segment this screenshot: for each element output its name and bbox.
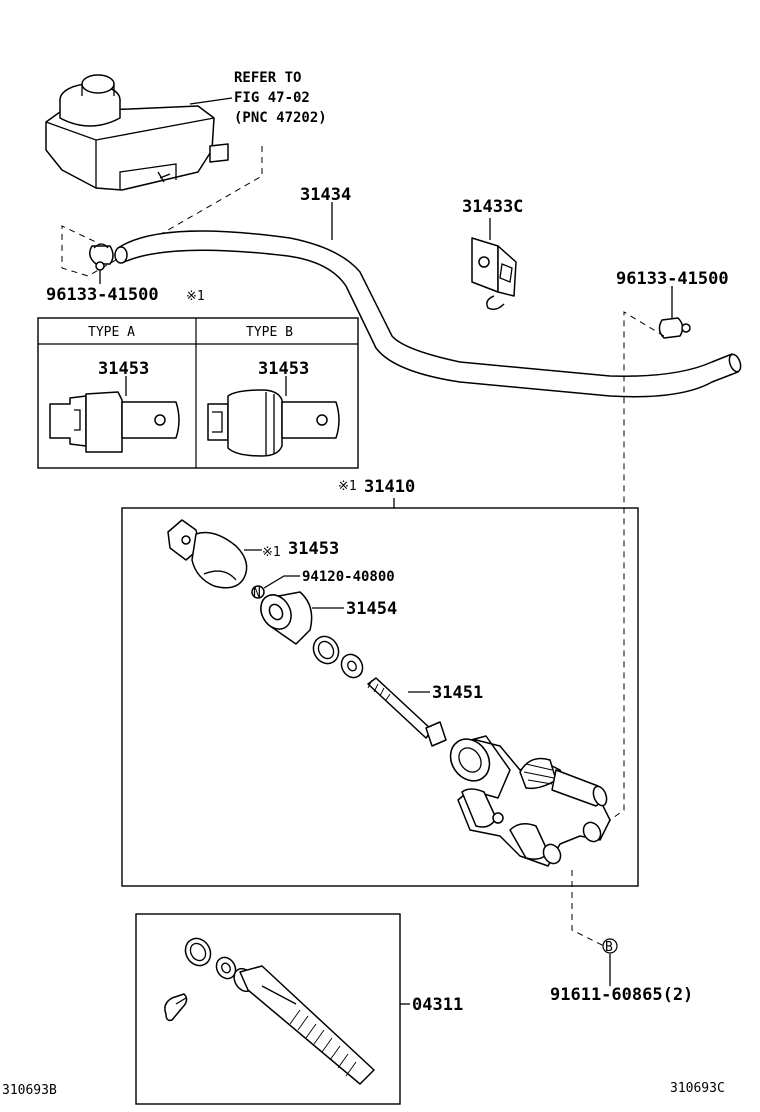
label-clip-right: 96133-41500 xyxy=(616,269,729,289)
label-oring: 94120-40800 xyxy=(302,569,395,585)
label-repair-kit: 04311 xyxy=(412,995,463,1015)
assembly-box xyxy=(121,507,639,887)
assy-mark: ※1 xyxy=(338,479,357,494)
push-rod xyxy=(367,677,447,747)
washer xyxy=(340,653,364,679)
hose-clip-left xyxy=(89,243,114,271)
label-assembly: 31410 xyxy=(364,477,415,497)
figure-id-left: 310693B xyxy=(2,1083,57,1098)
label-clip-left: 96133-41500 xyxy=(46,285,159,305)
reservoir-cap xyxy=(260,591,313,645)
refer-note-line1: REFER TO xyxy=(234,70,301,86)
label-push-rod: 31451 xyxy=(432,683,483,703)
hose-bracket xyxy=(471,237,517,311)
repair-kit-parts xyxy=(164,937,375,1085)
label-bolt: 91611-60865(2) xyxy=(550,985,693,1005)
sensor-main xyxy=(167,519,248,589)
label-cap: 31454 xyxy=(346,599,397,619)
oring-marker: N xyxy=(253,586,261,601)
refer-note-line2: FIG 47-02 xyxy=(234,90,310,106)
figure-id-right: 310693C xyxy=(670,1081,725,1096)
sensor-type-b xyxy=(207,389,340,457)
snap-ring xyxy=(312,635,340,665)
bolt-marker-circle xyxy=(602,938,618,954)
label-hose: 31434 xyxy=(300,185,351,205)
label-sensor-type-b: 31453 xyxy=(258,359,309,379)
reservoir-tank xyxy=(45,74,229,191)
bolt-marker: B xyxy=(605,940,613,955)
sensor-main-mark: ※1 xyxy=(262,545,281,560)
reservoir-hose xyxy=(114,230,742,398)
label-type-b: TYPE B xyxy=(246,325,293,340)
refer-note-line3: (PNC 47202) xyxy=(234,110,327,126)
repair-kit-box xyxy=(135,913,401,1105)
label-bracket: 31433C xyxy=(462,197,523,217)
hose-clip-right xyxy=(658,317,691,339)
note-mark-top: ※1 xyxy=(186,289,205,304)
sensor-type-a xyxy=(49,391,180,453)
label-sensor-type-a: 31453 xyxy=(98,359,149,379)
label-type-a: TYPE A xyxy=(88,325,135,340)
type-box xyxy=(37,317,359,469)
label-sensor-main: 31453 xyxy=(288,539,339,559)
master-cylinder-body xyxy=(449,735,611,867)
